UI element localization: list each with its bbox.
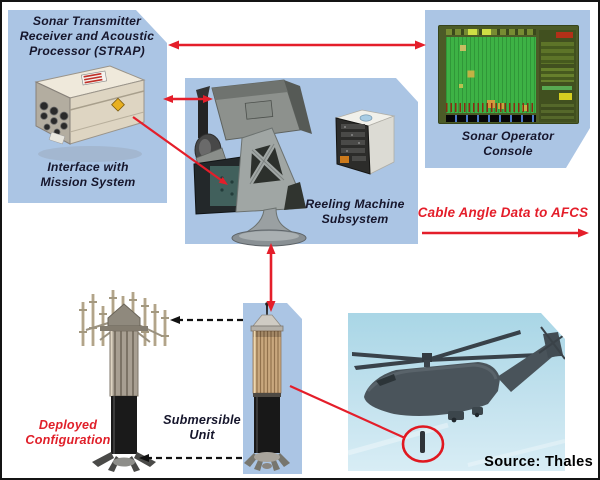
helicopter-photo: [348, 313, 565, 471]
interface-box-image: [334, 109, 396, 175]
console-menu-block: [541, 104, 574, 120]
deployed-unit-image: [79, 290, 169, 472]
console-menu-block: [541, 68, 574, 82]
dipping-sonar-body: [420, 431, 425, 453]
strap-unit-image: [34, 65, 146, 162]
strap-label: Sonar Transmitter Receiver and Acoustic …: [19, 14, 155, 59]
console-display: [446, 37, 536, 113]
interface-mission-label: Interface with Mission System: [40, 160, 136, 190]
sonar-contact-blips: [456, 45, 458, 47]
console-bottombar: [446, 115, 536, 122]
console-topbar-button: [468, 29, 477, 35]
console-sidebar: [539, 30, 576, 122]
arrow-strap-console: [168, 40, 426, 50]
arrow-deployed-top-dashed: [170, 316, 243, 324]
console-warning-field: [559, 93, 572, 100]
console-menu-block: [541, 42, 574, 64]
console-topbar-button: [482, 29, 491, 35]
submersible-unit-label: Submersible Unit: [163, 413, 241, 443]
helicopter-silhouette: [352, 327, 565, 422]
dipping-sonar-highlight-circle: [403, 427, 443, 462]
console-topbar: [446, 29, 536, 35]
sonar-console-screen: [438, 25, 579, 124]
reeling-machine-label: Reeling Machine Subsystem: [305, 197, 405, 227]
operator-console-label: Sonar Operator Console: [461, 129, 555, 159]
submersible-unit-image: [244, 302, 290, 471]
cable-angle-label: Cable Angle Data to AFCS: [417, 205, 589, 220]
arrow-cable-angle: [422, 228, 589, 238]
deployed-configuration-label: Deployed Configuration: [25, 418, 111, 448]
console-alert-button: [556, 32, 573, 38]
helicopter-illustration: [348, 313, 565, 471]
source-credit-label: Source: Thales: [484, 454, 593, 470]
console-range-ticks: [446, 103, 536, 112]
console-status-bar: [542, 86, 572, 90]
